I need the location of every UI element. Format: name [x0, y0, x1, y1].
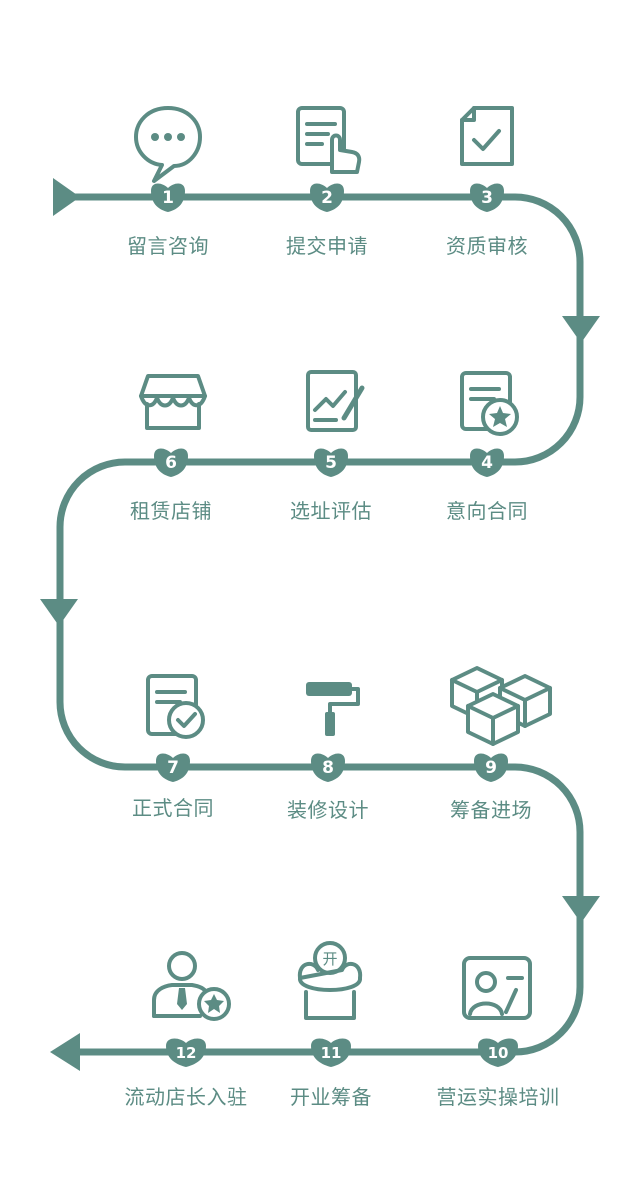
step-badge-6: 6 [154, 448, 188, 477]
step-label-7: 正式合同 [132, 796, 214, 820]
step-badge-9: 9 [474, 753, 508, 782]
step-badge-shape [314, 448, 348, 477]
step-label-12: 流动店长入驻 [124, 1085, 248, 1109]
step-label-1: 留言咨询 [127, 234, 209, 258]
step-badge-11: 11 [311, 1038, 351, 1067]
step-label-2: 提交申请 [286, 234, 368, 258]
step-badge-shape [166, 1038, 206, 1067]
document-check-icon [460, 106, 514, 166]
down-arrow-icon [40, 599, 78, 626]
step-number: 10 [488, 1044, 509, 1062]
storefront-icon [139, 374, 207, 430]
step-badge-shape [311, 753, 345, 782]
step-badge-shape [154, 448, 188, 477]
step-label-10: 营运实操培训 [436, 1085, 560, 1109]
step-number: 2 [321, 188, 333, 208]
down-arrow-icon [562, 896, 600, 923]
step-badge-8: 8 [311, 753, 345, 782]
step-label-5: 选址评估 [290, 499, 372, 523]
opening-char: 开 [322, 950, 337, 968]
step-badge-shape [470, 448, 504, 477]
step-label-4: 意向合同 [446, 499, 528, 523]
step-badge-12: 12 [166, 1038, 206, 1067]
step-badge-shape [311, 1038, 351, 1067]
step-number: 7 [167, 758, 179, 778]
step-label-11: 开业筹备 [290, 1085, 372, 1109]
contract-check-icon [146, 674, 205, 739]
step-badge-2: 2 [310, 183, 344, 212]
step-badge-10: 10 [478, 1038, 518, 1067]
step-badge-5: 5 [314, 448, 348, 477]
form-touch-icon [296, 106, 362, 174]
contract-star-icon [460, 371, 519, 436]
start-arrow-icon [53, 178, 80, 216]
step-number: 1 [162, 188, 174, 208]
step-number: 11 [321, 1044, 342, 1062]
step-label-3: 资质审核 [446, 234, 528, 258]
step-badge-shape [474, 753, 508, 782]
step-number: 9 [485, 758, 497, 778]
step-badge-4: 4 [470, 448, 504, 477]
step-badge-shape [478, 1038, 518, 1067]
step-label-9: 筹备进场 [450, 798, 532, 822]
step-number: 5 [325, 453, 337, 473]
step-number: 8 [322, 758, 334, 778]
step-number: 4 [481, 453, 493, 473]
step-label-8: 装修设计 [287, 798, 369, 822]
opening-box-icon: 开 [297, 941, 363, 1020]
chart-pen-icon [306, 370, 365, 432]
paint-roller-icon [306, 682, 360, 736]
step-number: 12 [176, 1044, 197, 1062]
step-number: 6 [165, 453, 177, 473]
down-arrow-icon [562, 316, 600, 343]
step-label-6: 租赁店铺 [130, 499, 212, 523]
flow-path [56, 193, 584, 1056]
step-badge-1: 1 [151, 183, 185, 212]
boxes-icon [450, 666, 552, 746]
step-badge-shape [310, 183, 344, 212]
step-badge-shape [151, 183, 185, 212]
speech-bubble-icon [134, 106, 202, 183]
step-badge-3: 3 [470, 183, 504, 212]
step-badge-shape [470, 183, 504, 212]
id-card-icon [462, 956, 532, 1020]
step-badge-shape [156, 753, 190, 782]
manager-star-icon [152, 951, 231, 1021]
step-badge-7: 7 [156, 753, 190, 782]
end-arrow-icon [50, 1033, 80, 1071]
step-number: 3 [481, 188, 493, 208]
